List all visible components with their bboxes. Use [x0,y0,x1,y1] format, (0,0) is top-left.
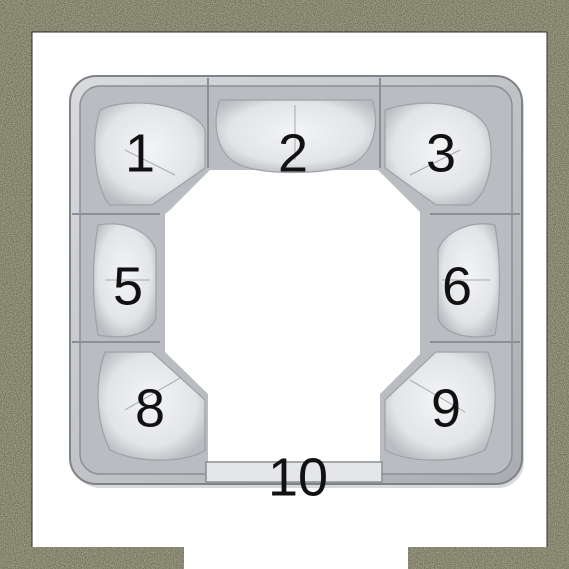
seat-label-6: 6 [442,256,472,316]
seat-label-10: 10 [268,447,328,507]
seat-5[interactable]: 5 [94,224,157,337]
seat-label-3: 3 [426,123,456,183]
seat-label-1: 1 [125,123,155,183]
seat-label-9: 9 [431,378,461,438]
seat-10[interactable]: 10 [268,447,328,507]
seat-6[interactable]: 6 [438,224,500,337]
seat-label-8: 8 [135,378,165,438]
seat-label-5: 5 [113,256,143,316]
seat-label-2: 2 [278,123,308,183]
